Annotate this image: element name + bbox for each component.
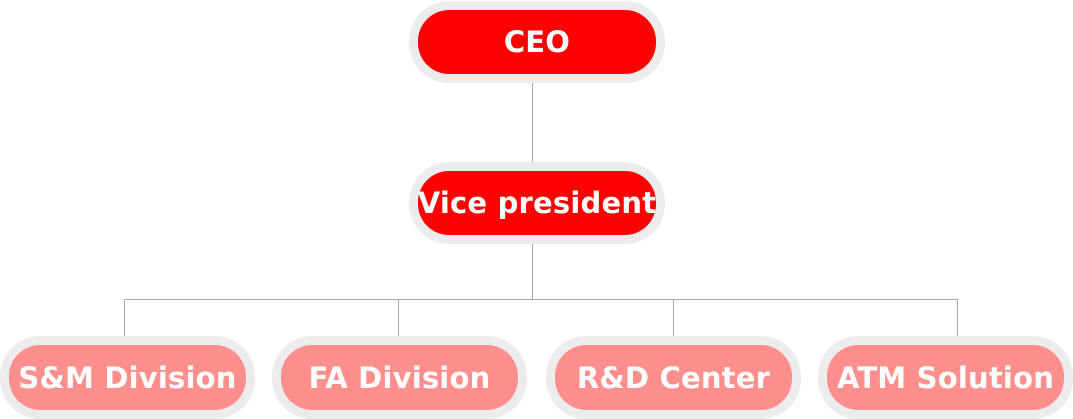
vice-president-label: Vice president	[418, 171, 656, 235]
connector-branch-fa	[398, 299, 399, 336]
division-label: FA Division	[281, 345, 518, 410]
ceo-node: CEO	[409, 1, 665, 83]
ceo-label: CEO	[418, 10, 656, 74]
connector-branch-atm	[957, 299, 958, 336]
division-node-rd: R&D Center	[546, 336, 801, 419]
connector-ceo-vp	[532, 82, 533, 162]
division-node-sm: S&M Division	[0, 336, 255, 419]
division-label: S&M Division	[9, 345, 246, 410]
division-node-fa: FA Division	[272, 336, 527, 419]
division-node-atm: ATM Solution	[818, 336, 1073, 419]
vice-president-node: Vice president	[409, 162, 665, 244]
division-label: ATM Solution	[827, 345, 1064, 410]
connector-branch-sm	[124, 299, 125, 336]
connector-branch-horizontal	[124, 299, 958, 300]
connector-vp-branch	[532, 243, 533, 300]
division-label: R&D Center	[555, 345, 792, 410]
connector-branch-rd	[673, 299, 674, 336]
